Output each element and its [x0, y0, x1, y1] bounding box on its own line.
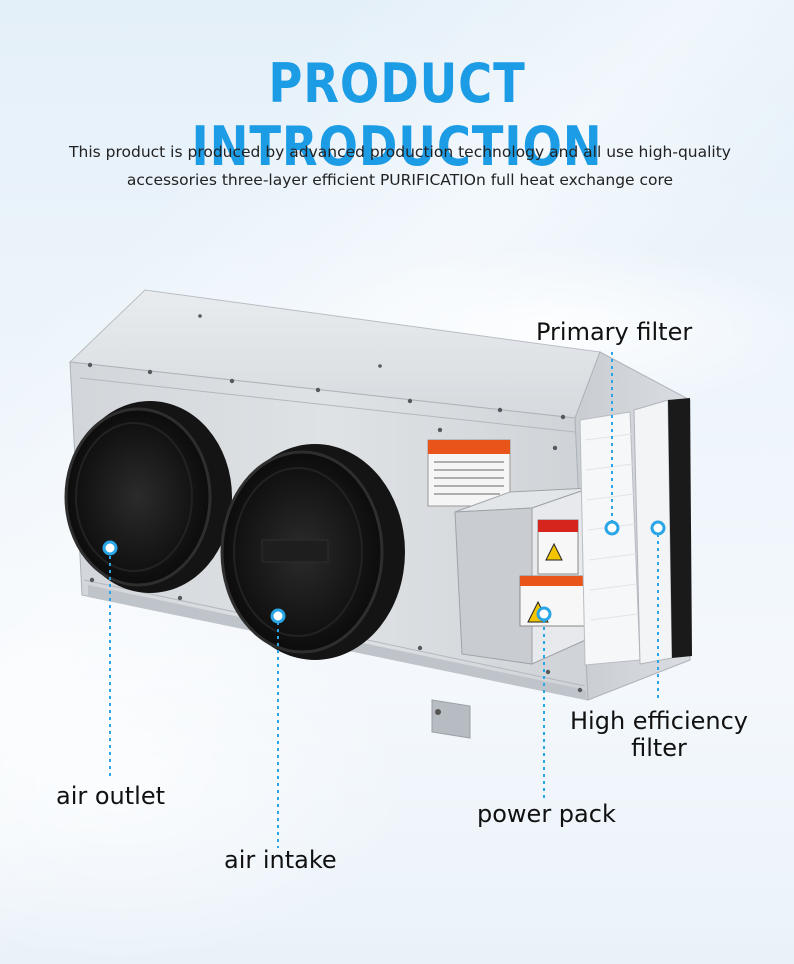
page-subtitle: This product is produced by advanced pro… — [60, 138, 740, 194]
high-efficiency-filter-marker — [650, 520, 666, 536]
air-outlet-marker — [102, 540, 118, 556]
callout-high-efficiency-filter: High efficiency filter — [566, 708, 752, 762]
warning-sticker — [427, 439, 511, 507]
callout-power-pack: power pack — [477, 800, 616, 828]
callout-air-outlet: air outlet — [56, 782, 166, 810]
air-outlet-duct — [64, 401, 232, 593]
callout-high-efficiency-line-2: filter — [631, 734, 687, 762]
subtitle-line-1: This product is produced by advanced pro… — [69, 143, 731, 161]
primary-filter-marker — [604, 520, 620, 536]
air-intake-marker — [270, 608, 286, 624]
power-pack-box — [454, 487, 591, 665]
callout-primary-filter: Primary filter — [536, 318, 693, 346]
air-intake-duct — [220, 444, 405, 660]
callout-markers — [102, 520, 666, 624]
callout-high-efficiency-line-1: High efficiency — [570, 707, 748, 735]
primary-filter-panel — [579, 411, 641, 666]
callout-lines — [109, 352, 659, 848]
subtitle-line-2: accessories three-layer efficient PURIFI… — [126, 171, 674, 189]
power-pack-marker — [536, 606, 552, 622]
callout-air-intake: air intake — [224, 846, 337, 874]
page-title: PRODUCT INTRODUCTION — [191, 52, 603, 178]
